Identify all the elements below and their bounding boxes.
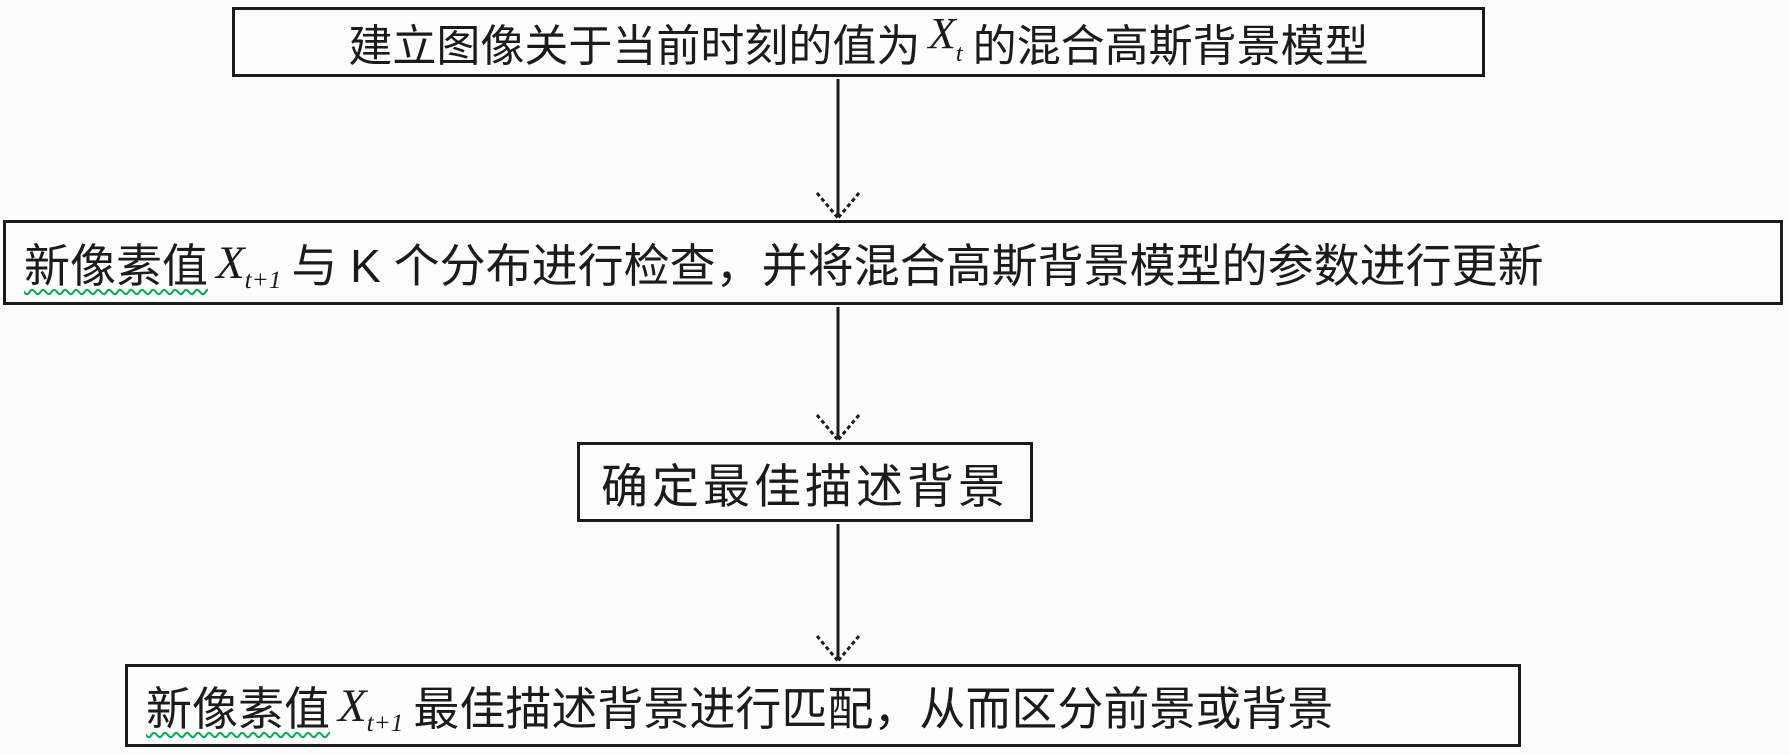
flow-arrow-2 [815, 307, 861, 441]
formula-xt1: Xt+1 [216, 236, 281, 295]
formula-xt1-2-base: X [338, 679, 367, 732]
step-1-text-pre: 建立图像关于当前时刻的值为 [348, 22, 921, 71]
formula-xt1-subscript: t+1 [244, 266, 282, 295]
flow-arrow-1 [815, 79, 861, 219]
step-2-text-post: 与 K 个分布进行检查，并将混合高斯背景模型的参数进行更新 [291, 239, 1544, 292]
flow-step-1: 建立图像关于当前时刻的值为 Xt 的混合高斯背景模型 [232, 7, 1485, 77]
formula-xt1-base: X [216, 236, 245, 289]
step-3-text: 确定最佳描述背景 [601, 459, 1009, 513]
formula-xt1-2: Xt+1 [338, 679, 403, 738]
formula-xt1-2-subscript: t+1 [366, 709, 404, 738]
flow-step-4: 新像素值 Xt+1 最佳描述背景进行匹配，从而区分前景或背景 [125, 664, 1521, 747]
formula-xt: Xt [928, 8, 962, 67]
formula-xt-base: X [928, 8, 956, 58]
flow-step-2: 新像素值 Xt+1 与 K 个分布进行检查，并将混合高斯背景模型的参数进行更新 [3, 220, 1783, 305]
flow-step-3: 确定最佳描述背景 [577, 442, 1033, 522]
flow-arrow-3 [815, 524, 861, 662]
formula-xt-subscript: t [955, 40, 963, 68]
step-1-text-post: 的混合高斯背景模型 [972, 22, 1369, 71]
step-2-text-underlined: 新像素值 [24, 239, 208, 292]
step-4-text-post: 最佳描述背景进行匹配，从而区分前景或背景 [413, 682, 1334, 735]
step-4-text-underlined: 新像素值 [146, 682, 330, 735]
